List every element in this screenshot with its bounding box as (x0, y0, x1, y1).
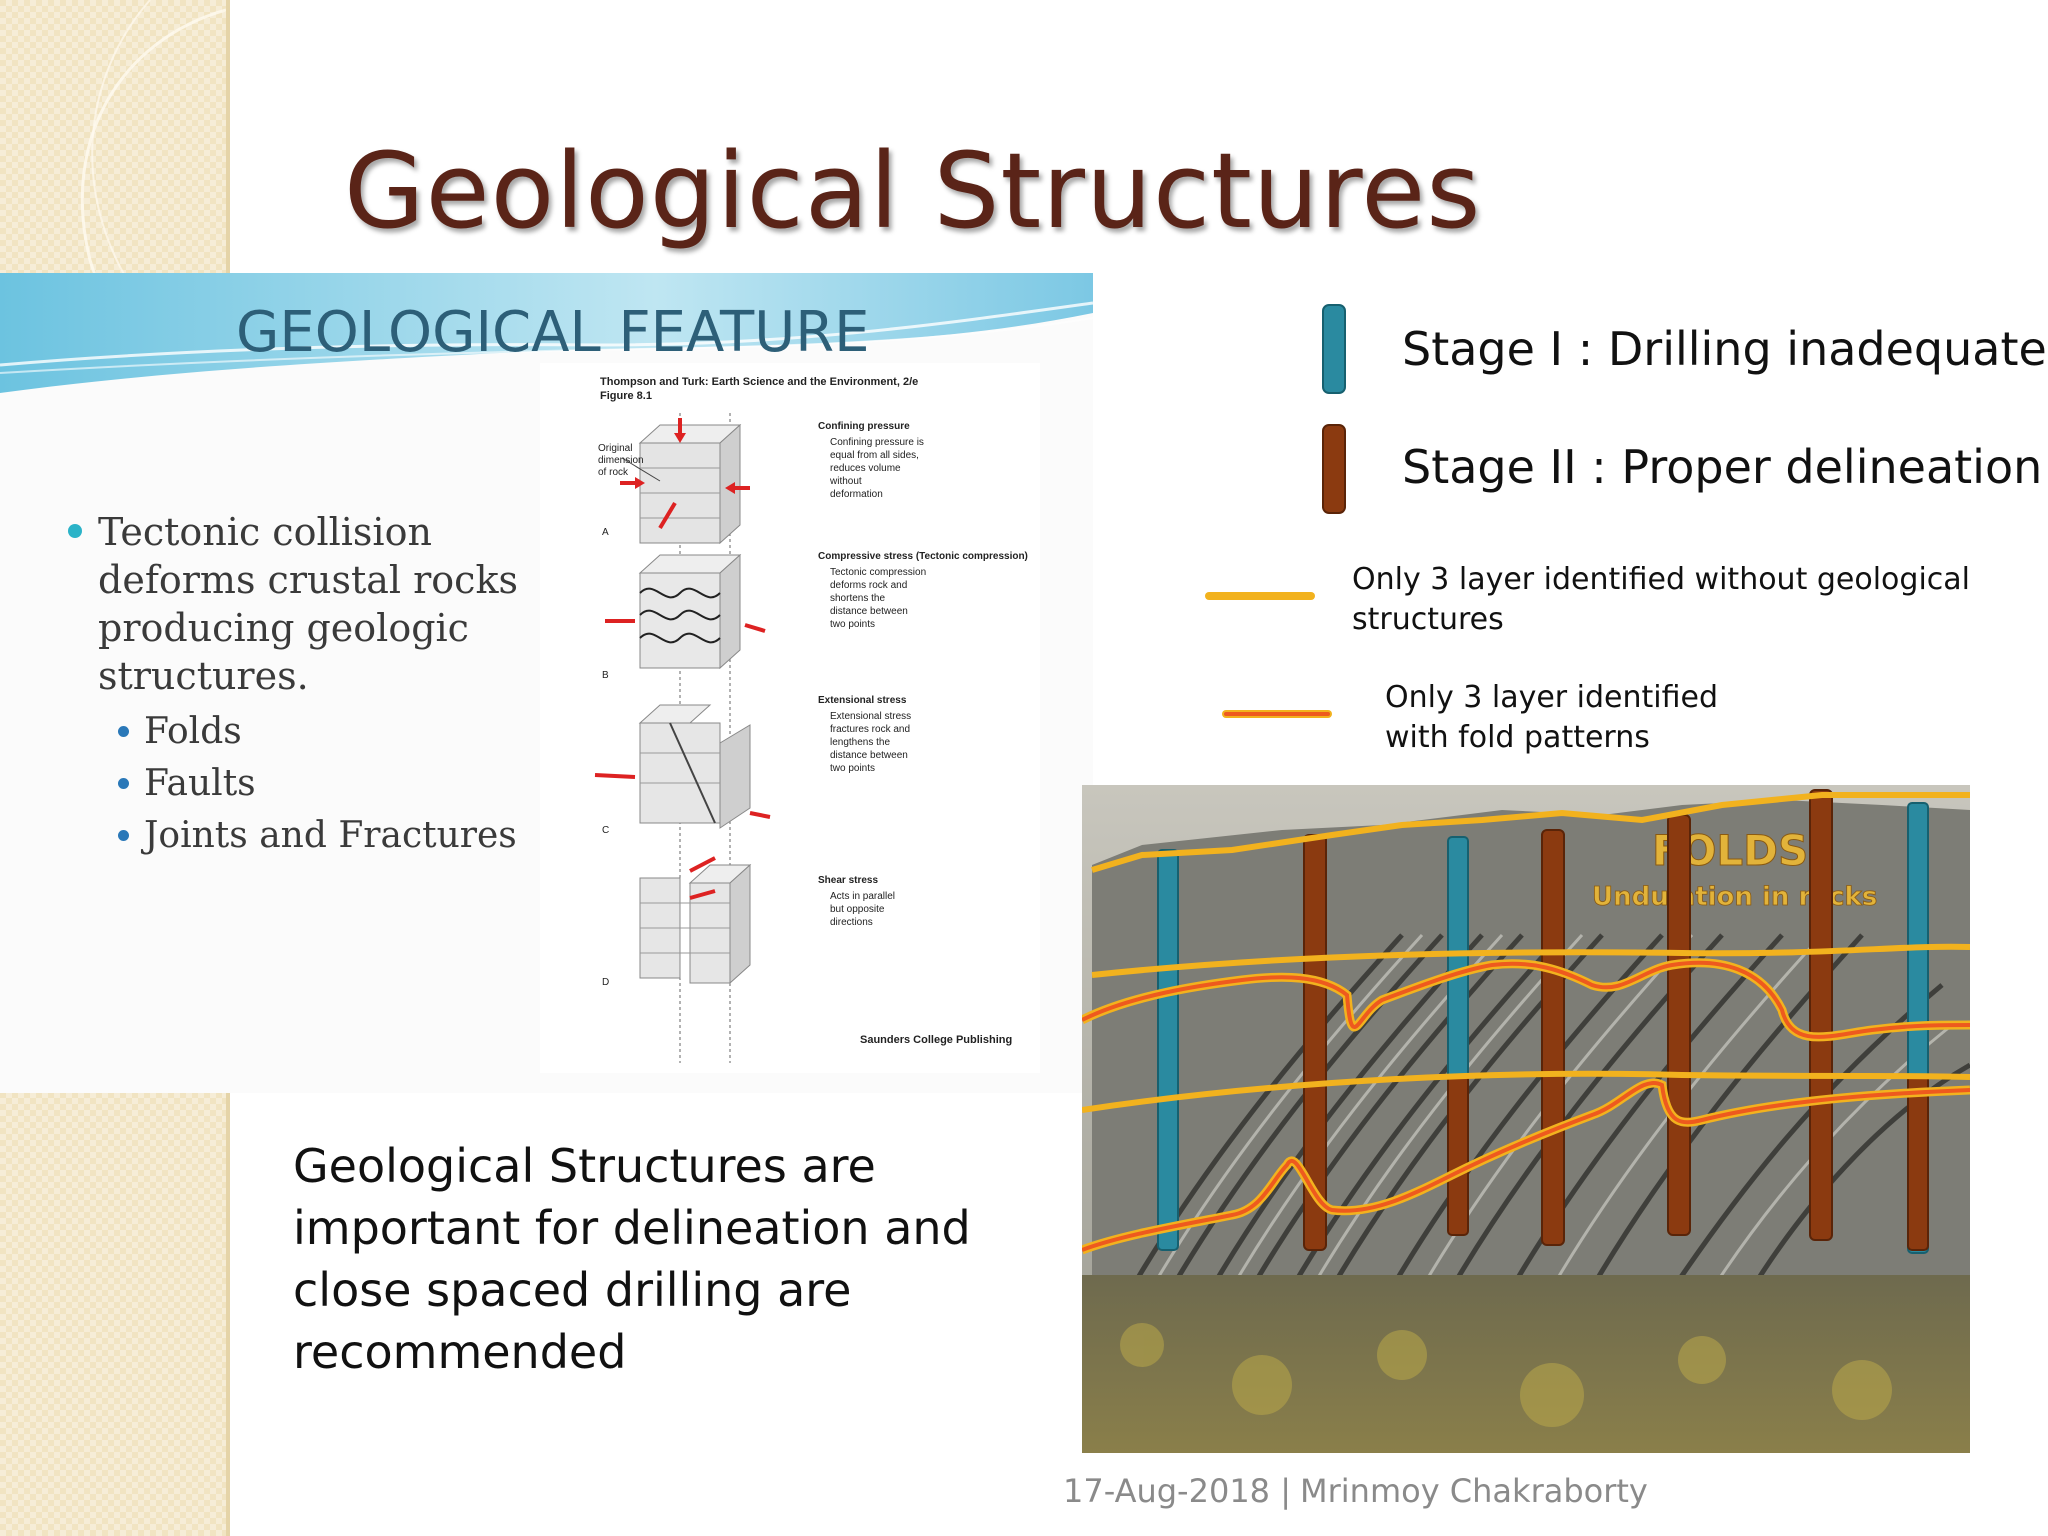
rock-fold-photo: FOLDS Undulation in rocks (1082, 785, 1970, 1453)
svg-text:Shear stress: Shear stress (818, 875, 878, 886)
embedded-heading: GEOLOGICAL FEATURE (236, 300, 870, 365)
yellow-top-line (1091, 792, 1970, 873)
figure-publisher: Saunders College Publishing (860, 1034, 1012, 1046)
svg-text:two points: two points (830, 619, 875, 630)
body-text: Geological Structures are important for … (293, 1139, 971, 1379)
footer-author: Mrinmoy Chakraborty (1300, 1472, 1648, 1510)
svg-text:without: without (829, 476, 862, 487)
svg-text:deforms rock and: deforms rock and (830, 580, 907, 591)
legend-line1: Only 3 layer identified without geologic… (1352, 562, 1971, 637)
svg-text:lengthens the: lengthens the (830, 737, 890, 748)
svg-text:Tectonic compression: Tectonic compression (830, 567, 926, 578)
sub-bullet-faults: Faults (118, 758, 538, 810)
panel-d-shear-block (639, 856, 752, 985)
svg-text:directions: directions (830, 917, 873, 928)
svg-text:Extensional stress: Extensional stress (818, 695, 907, 706)
svg-text:but opposite: but opposite (830, 904, 885, 915)
stage2-drill-holes (1303, 789, 1929, 1251)
legend-stage2: Stage II : Proper delineation (1402, 440, 2043, 494)
yellow-line-icon (1205, 592, 1315, 600)
svg-text:dimension: dimension (598, 455, 644, 466)
bullet-list: Tectonic collision deforms crustal rocks… (60, 508, 538, 862)
svg-text:D: D (602, 977, 609, 988)
svg-text:Original: Original (598, 443, 632, 454)
svg-text:Compressive stress (Tectonic c: Compressive stress (Tectonic compression… (818, 551, 1028, 562)
panel-a-cube (620, 418, 750, 545)
svg-text:Confining pressure is: Confining pressure is (830, 437, 924, 448)
svg-text:Acts in parallel: Acts in parallel (830, 891, 895, 902)
legend-stage1: Stage I : Drilling inadequate (1402, 322, 2047, 376)
stage2-bar-icon (1322, 424, 1346, 514)
footer-date: 17-Aug-2018 | (1063, 1472, 1291, 1510)
sub-bullet-folds: Folds (118, 706, 538, 758)
panel-b-folded-block (605, 553, 766, 670)
legend-line2: Only 3 layer identified with fold patter… (1385, 680, 1719, 755)
svg-text:distance between: distance between (830, 606, 908, 617)
svg-text:B: B (602, 670, 609, 681)
figure-citation: Thompson and Turk: Earth Science and the… (600, 376, 918, 388)
svg-text:Confining pressure: Confining pressure (818, 421, 910, 432)
svg-text:two points: two points (830, 763, 875, 774)
svg-text:shortens the: shortens the (830, 593, 885, 604)
orange-line-icon (1222, 710, 1332, 718)
svg-text:equal from all sides,: equal from all sides, (830, 450, 919, 461)
slide-title: Geological Structures (344, 130, 1482, 252)
banner-wave (0, 273, 1093, 393)
photo-folds-subtitle: Undulation in rocks (1592, 882, 1877, 912)
orange-fold-line-1 (1082, 960, 1970, 1039)
orange-fold-line-2 (1082, 1081, 1970, 1252)
svg-text:C: C (602, 825, 609, 836)
yellow-layer-line-3 (1082, 1070, 1970, 1113)
figure-number: Figure 8.1 (600, 390, 652, 402)
svg-text:fractures rock and: fractures rock and (830, 724, 910, 735)
svg-text:of rock: of rock (598, 467, 629, 478)
svg-text:distance between: distance between (830, 750, 908, 761)
stage1-bar-icon (1322, 304, 1346, 394)
panel-a-letter: A (602, 527, 609, 538)
sub-bullet-joints: Joints and Fractures (118, 810, 538, 862)
panel-c-fractured-block (594, 704, 771, 829)
stress-figure: Thompson and Turk: Earth Science and the… (540, 363, 1040, 1073)
bullet-main: Tectonic collision deforms crustal rocks… (60, 508, 538, 700)
svg-text:deformation: deformation (830, 489, 883, 500)
embedded-slide: GEOLOGICAL FEATURE Tectonic collision de… (0, 273, 1093, 1093)
svg-text:reduces volume: reduces volume (830, 463, 901, 474)
svg-text:Extensional stress: Extensional stress (830, 711, 911, 722)
yellow-layer-line-2 (1091, 943, 1970, 978)
